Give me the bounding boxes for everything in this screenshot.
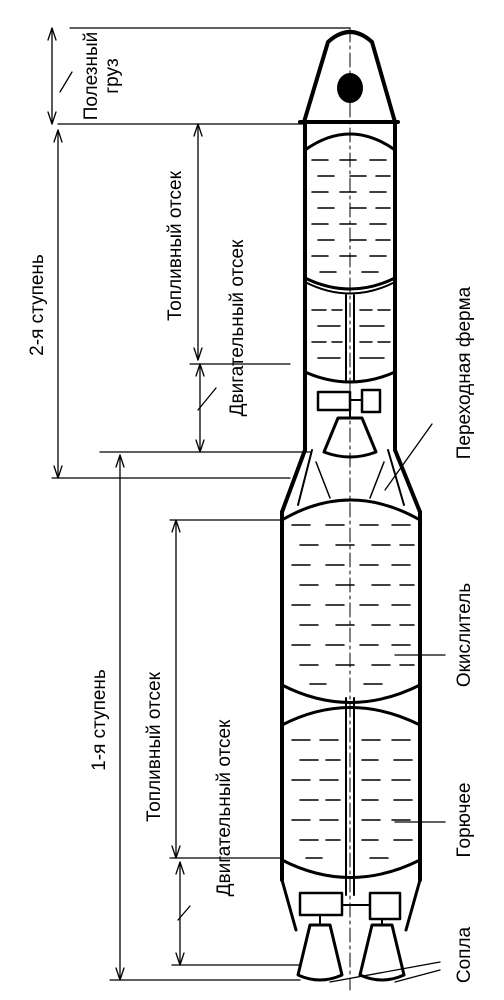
labels: Полезный груз 2-я ступень Топливный отсе…: [27, 32, 475, 983]
label-stage2-fuel: Топливный отсек: [165, 170, 186, 321]
label-stage1: 1-я ступень: [89, 669, 110, 771]
label-fuel: Горючее: [454, 782, 475, 857]
label-stage2: 2-я ступень: [27, 254, 48, 356]
payload-fairing: [298, 30, 400, 124]
label-interstage: Переходная ферма: [454, 286, 475, 459]
label-payload-line2: груз: [102, 58, 123, 94]
dimension-lines: [47, 27, 446, 983]
label-stage1-fuel: Топливный отсек: [144, 671, 165, 822]
label-nozzles: Сопла: [454, 926, 475, 983]
interstage-truss: [280, 448, 422, 514]
label-payload-line1: Полезный: [81, 32, 102, 121]
stage1-oxidizer-liquid: [291, 524, 415, 685]
stage1-fuel-liquid: [291, 739, 413, 859]
stage1-body: [280, 498, 422, 982]
stage2-upper-tank-liquid: [311, 159, 391, 273]
stage2-lower-tank-liquid: [311, 309, 391, 359]
label-stage2-engine: Двигательный отсек: [227, 239, 248, 416]
label-stage1-engine: Двигательный отсек: [214, 719, 235, 896]
label-oxidizer: Окислитель: [454, 583, 475, 687]
